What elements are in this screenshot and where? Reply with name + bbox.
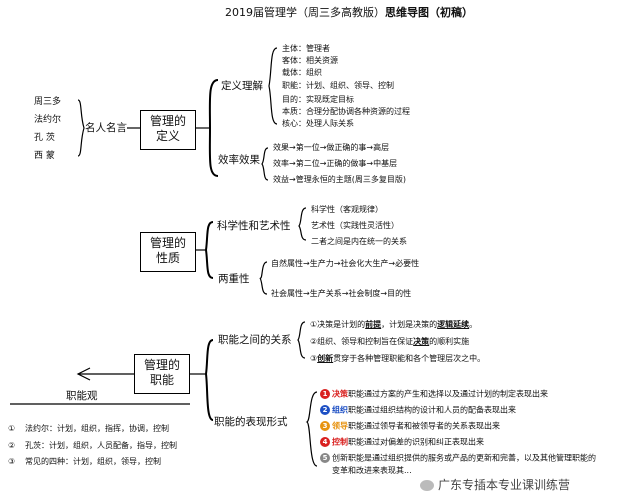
functions-view-label: 职能观 xyxy=(66,390,98,402)
sci-art-item-3: 二者之间是内在统一的关系 xyxy=(311,237,407,246)
understanding-item-3: 载体：组织 xyxy=(282,68,322,77)
relation-item-1: ①决策是计划的前提，计划是决策的逻辑延续。 xyxy=(310,320,478,329)
dual-item-2: 社会属性→生产关系→社会制度→目的性 xyxy=(271,289,412,298)
quotes-label: 名人名言 xyxy=(85,122,127,134)
watermark-text: 广东专插本专业课训练营 xyxy=(438,478,571,492)
relation-item-3: ③创新贯穿于各种管理职能和各个管理层次之中。 xyxy=(310,354,486,363)
understanding-item-4: 职能：计划、组织、领导、控制 xyxy=(282,81,394,90)
efficiency-label: 效率效果 xyxy=(218,154,260,166)
nature-box: 管理的 性质 xyxy=(140,232,196,272)
wechat-icon xyxy=(420,480,434,491)
efficiency-item-2: 效率→第二位→正确的做事→中基层 xyxy=(273,159,398,168)
efficiency-item-1: 效果→第一位→做正确的事→高层 xyxy=(273,143,390,152)
quotes-bracket xyxy=(77,99,85,157)
understanding-item-2: 客体：相关资源 xyxy=(282,56,338,65)
form-item-5-cont: 变革和改进来表现其... xyxy=(332,466,412,475)
efficiency-item-3: 效益→管理永恒的主题(周三多复目版) xyxy=(273,175,406,184)
title-prefix: 2019届管理学（周三多高教版） xyxy=(225,6,385,19)
page-title: 2019届管理学（周三多高教版）思维导图（初稿） xyxy=(225,6,473,20)
functions-box: 管理的 职能 xyxy=(134,354,190,394)
relation-item-2: ②组织、领导和控制旨在保证决策的顺利实施 xyxy=(310,337,470,346)
sci-art-label: 科学性和艺术性 xyxy=(217,220,291,232)
understanding-item-1: 主体：管理者 xyxy=(282,44,330,53)
quote-person-2: 法约尔 xyxy=(34,115,62,125)
quote-person-4: 西 蒙 xyxy=(34,151,55,161)
sci-art-item-1: 科学性（客观规律） xyxy=(311,205,383,214)
understanding-item-6: 本质：合理分配协调各种资源的过程 xyxy=(282,107,410,116)
dual-item-1: 自然属性→生产力→社会化大生产→必要性 xyxy=(271,259,420,268)
understanding-item-7: 核心：处理人际关系 xyxy=(282,119,354,128)
dual-label: 两重性 xyxy=(218,273,250,285)
sci-art-item-2: 艺术性（实践性灵活性） xyxy=(311,221,399,230)
definition-brace xyxy=(208,79,219,177)
definition-box: 管理的 定义 xyxy=(140,110,196,150)
form-label: 职能的表现形式 xyxy=(214,416,288,428)
quote-person-1: 周三多 xyxy=(34,97,62,107)
relation-label: 职能之间的关系 xyxy=(218,334,292,346)
watermark: 广东专插本专业课训练营 xyxy=(420,476,570,493)
title-suffix: 思维导图（初稿） xyxy=(385,6,473,19)
understanding-item-5: 目的：实现既定目标 xyxy=(282,95,354,104)
understanding-label: 定义理解 xyxy=(221,80,263,92)
quote-person-3: 孔 茨 xyxy=(34,133,55,143)
